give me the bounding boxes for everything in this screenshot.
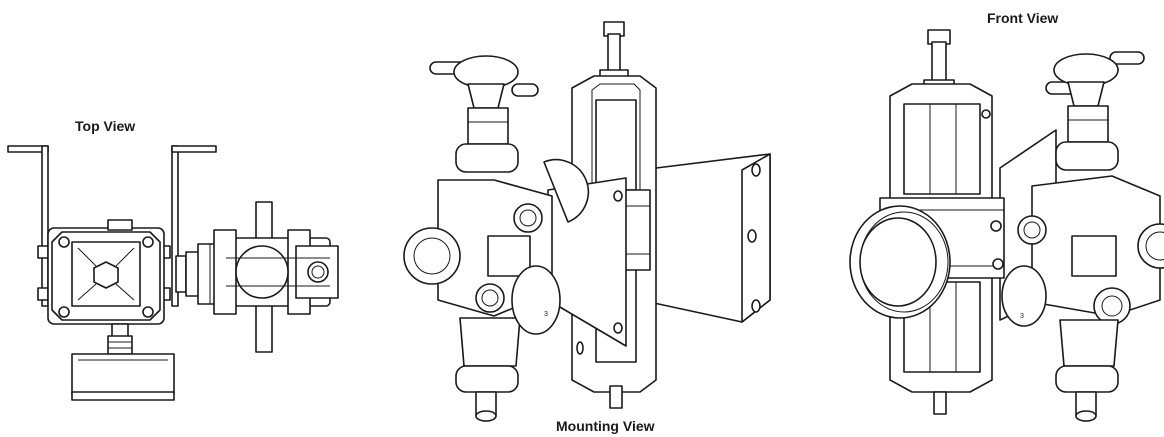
top-view-label: Top View xyxy=(75,118,136,134)
top-view-stud xyxy=(37,245,49,259)
mounting-bracket xyxy=(639,153,771,323)
top-view-stud xyxy=(37,287,49,301)
top-view-left-bracket xyxy=(7,145,49,307)
top-view-drawing xyxy=(7,145,339,401)
top-view-filter xyxy=(213,201,339,353)
mounting-regulator: 3 xyxy=(403,55,590,422)
mounting-view-label: Mounting View xyxy=(556,418,655,434)
top-view-gauge xyxy=(71,323,175,401)
front-view-gauge xyxy=(849,205,951,319)
top-view-regulator-body xyxy=(47,219,165,325)
hex-bolt-icon xyxy=(93,261,119,289)
mounting-view-drawing: 3 xyxy=(403,21,771,422)
svg-text:3: 3 xyxy=(544,311,548,318)
front-view-drawing: 3 xyxy=(849,29,1164,422)
front-view-label: Front View xyxy=(987,10,1059,26)
top-view-right-bracket xyxy=(171,145,217,307)
front-view-regulator: 3 xyxy=(990,51,1164,422)
svg-text:3: 3 xyxy=(1020,313,1024,320)
